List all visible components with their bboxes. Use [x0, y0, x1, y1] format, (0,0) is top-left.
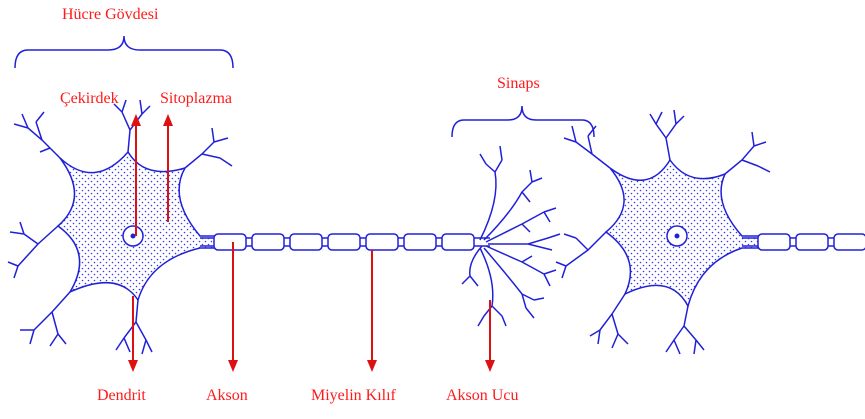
myelin-sheath-2: [758, 234, 865, 250]
dendrite-arrowhead: [128, 360, 138, 372]
neuron-2-nucleolus: [675, 234, 680, 239]
axon-terminal: [462, 146, 560, 326]
dendrite-label: Dendrit: [97, 388, 146, 404]
axon-label: Akson: [206, 388, 248, 404]
cytoplasm-arrowhead: [163, 114, 173, 126]
myelin-sheath: [214, 234, 474, 250]
synapse-brace: [452, 106, 594, 137]
myelin-sheath-label: Miyelin Kılıf: [311, 388, 396, 404]
myelin-arrowhead: [367, 360, 377, 372]
axon-terminal-arrowhead: [485, 360, 495, 372]
axon-terminal-label: Akson Ucu: [446, 388, 518, 404]
nucleus-label: Çekirdek: [60, 91, 119, 107]
nucleus-arrowhead: [131, 114, 141, 126]
cell-body-brace: [15, 36, 233, 68]
synapse-label: Sinaps: [497, 76, 540, 92]
cell-body-label: Hücre Gövdesi: [62, 7, 158, 23]
neuron-1-nucleolus: [131, 234, 136, 239]
axon-arrowhead: [228, 360, 238, 372]
cytoplasm-label: Sitoplazma: [160, 91, 232, 107]
